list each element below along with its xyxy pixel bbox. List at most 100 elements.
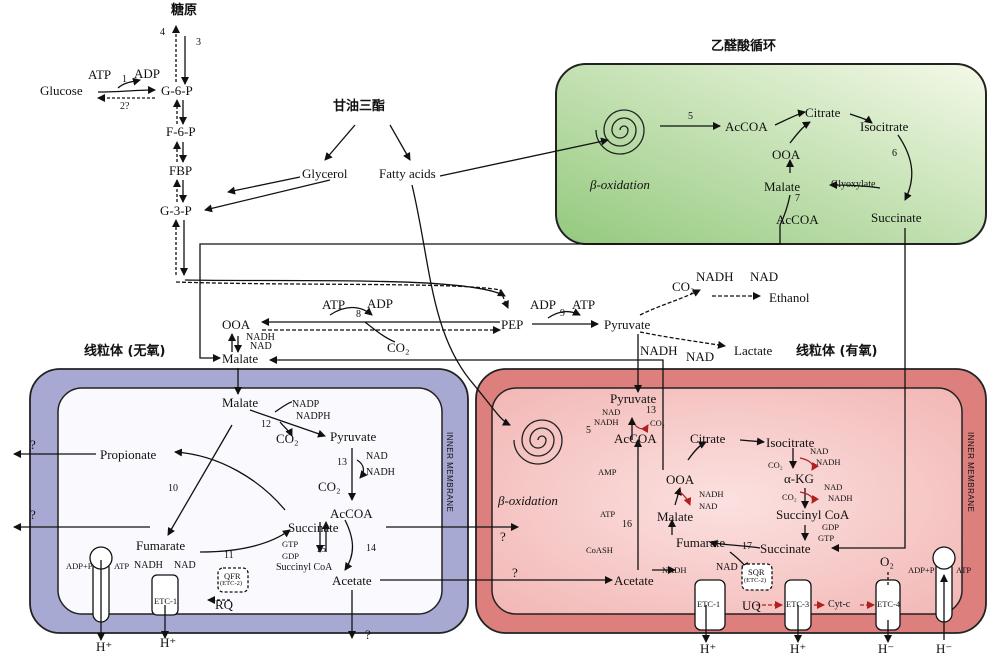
fumarate-aerobic-label: Fumarate [676,535,726,550]
glyoxylate-label: Glyoxylate [831,179,876,190]
step-6-label: 6 [892,148,897,159]
step-9-label: 9 [560,308,565,319]
step-2-label: 2? [120,101,130,112]
unknown-propionate-export: ? [30,437,36,452]
step-7-label: 7 [795,193,800,204]
mitochondrion-aerobic-inner [491,387,963,615]
gtp-aerobic-label: GTP [818,533,835,543]
nadh-ethanol-label: NADH [696,269,734,284]
nad-lactate-label: NAD [686,349,715,364]
adp-9-label: ADP [530,297,557,312]
step-12-label: 12 [261,419,271,430]
co2-isocitrate-label: CO₂ [768,460,783,470]
glycerol-label: Glycerol [302,166,348,181]
nadh-ooa-aerobic-label: NADH [699,489,724,499]
step-11-label: 11 [224,550,234,561]
nadph-label: NADPH [296,411,331,422]
inner-membrane-anaerobic-label: INNER MEMBRANE [445,432,454,513]
step-1-label: 1 [122,74,127,85]
ooa-aerobic-label: OOA [666,472,695,487]
sqr-complex [741,563,773,591]
isocitrate-glyox-label: Isocitrate [860,119,909,134]
qfr-label: QFR [224,571,241,581]
succinate-aerobic-label: Succinate [760,541,811,556]
citrate-aerobic-label: Citrate [690,431,726,446]
nad-ooa-aerobic-label: NAD [699,501,718,511]
malate-glyox-label: Malate [764,179,801,194]
qfr-complex [217,567,249,593]
succinyl-coa-aerobic-label: Succinyl CoA [776,507,850,522]
nad-13-label: NAD [366,451,388,462]
uq-label: UQ [742,598,761,613]
nadh-isocitrate-label: NADH [816,457,841,467]
co2-akg-label: CO₂ [782,492,797,502]
triglyceride-label: 甘油三酯 [333,99,386,114]
ooa-glyox-label: OOA [772,147,801,162]
adp-label-1: ADP [134,66,161,81]
lactate-label: Lactate [734,343,773,358]
unknown-acetate-transfer: ? [512,565,518,580]
malate-aerobic-label: Malate [657,509,694,524]
adp-p-aerobic-label: ADP+P [908,565,935,575]
nad-etc-label: NAD [716,562,738,573]
beta-oxidation-spiral-mito [513,419,563,465]
accoa-glyox-2-label: AcCOA [776,212,819,227]
pep-label: PEP [501,317,524,332]
mitochondrion-anaerobic-inner [57,387,443,615]
g6p-label: G-6-P [161,83,193,98]
hplus-aerobic-3-label: H⁻ [878,641,895,656]
glycogen-label: 糖原 [171,3,198,18]
step-13-anaerobic-label: 13 [337,457,347,468]
adp-8-label: ADP [367,296,394,311]
succinyl-coa-anaerobic-label: Succinyl CoA [276,562,333,573]
coash-label: CoASH [586,545,613,555]
citrate-glyox-label: Citrate [805,105,841,120]
mito-anaerobic-title: 线粒体 (无氧) [84,344,166,359]
atp-8-label: ATP [322,297,346,312]
step-16-label: 16 [622,519,632,530]
step-14-label: 14 [366,543,376,554]
atp-9-label: ATP [572,297,596,312]
fbp-label: FBP [169,163,193,178]
unknown-acetate-export: ? [365,627,371,642]
propionate-label: Propionate [100,447,157,462]
beta-oxidation-spiral-glyox [595,109,645,155]
akg-label: α-KG [784,471,814,486]
step-5-glyox-label: 5 [688,111,693,122]
ethanol-label: Ethanol [769,290,810,305]
cytc-label: Cyt-c [828,599,851,610]
hplus-anaerobic-1-label: H⁺ [96,639,113,654]
nadh-akg-label: NADH [828,493,853,503]
nadh-pyruvate-label: NADH [594,417,619,427]
step-3-label: 3 [196,37,201,48]
amp-label: AMP [598,467,617,477]
nadh-13-label: NADH [366,467,395,478]
etc3-label: ETC-3 [786,599,810,609]
hplus-anaerobic-2-label: H⁺ [160,635,177,650]
malate-anaerobic-label: Malate [222,395,259,410]
pyruvate-aerobic-label: Pyruvate [610,391,657,406]
atp-16-label: ATP [600,509,616,519]
sqr-etc2-label: (ETC-2) [744,577,767,584]
co2-12-label: CO₂ [276,431,299,446]
atp-aerobic-label: ATP [956,565,972,575]
accoa-glyox-label: AcCOA [725,119,768,134]
acetate-anaerobic-label: Acetate [332,573,372,588]
adp-p-anaerobic-label: ADP+P [66,561,93,571]
sqr-label: SQR [748,567,765,577]
pyruvate-anaerobic-label: Pyruvate [330,429,377,444]
atp-anaerobic-label: ATP [114,561,130,571]
nad-ooa-label: NAD [250,341,272,352]
o2-label: O₂ [880,554,894,569]
nad-anaerobic-label: NAD [174,560,196,571]
ooa-cytosol-label: OOA [222,317,251,332]
malate-cytosol-label: Malate [222,351,259,366]
gdp-anaerobic-label: GDP [282,551,300,561]
acetate-aerobic-label: Acetate [614,573,654,588]
etc4-label: ETC-4 [877,599,901,609]
step-15-label: 15 [316,544,326,555]
step-4-label: 4 [160,27,165,38]
beta-oxidation-mito-label: β-oxidation [498,493,558,508]
f6p-label: F-6-P [166,124,196,139]
